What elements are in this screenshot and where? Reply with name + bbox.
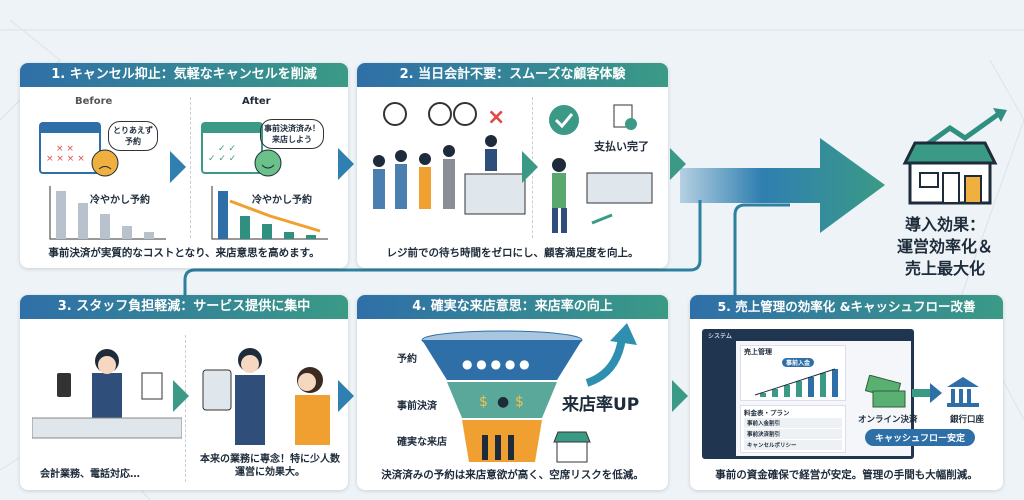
card-no-checkout: 2. 当日会計不要：スムーズな顧客体験 × 支払い完了 レジ前での待ち時間をゼロ… xyxy=(357,63,668,268)
card-title: 1. キャンセル抑止：気軽なキャンセルを削減 xyxy=(20,63,348,87)
card-footer: 事前の資金確保で経営が安定。管理の手間も大幅削減。 xyxy=(715,469,978,481)
customer-leaving-illustration xyxy=(552,158,653,233)
receipt-icon xyxy=(613,104,637,130)
funnel-label-reservation: 予約 xyxy=(397,354,417,365)
svg-text:✓ ✓ ✓: ✓ ✓ ✓ xyxy=(208,154,236,164)
chevron-right-icon xyxy=(522,151,538,183)
card-title: 4. 確実な来店意思：来店率の向上 xyxy=(357,295,668,319)
check-icon xyxy=(549,105,579,135)
svg-text:$: $ xyxy=(515,394,524,410)
card-title: 2. 当日会計不要：スムーズな顧客体験 xyxy=(357,63,668,87)
plan-item[interactable]: 事前決済割引 xyxy=(744,429,842,439)
before-chart-label: 冷やかし予約 xyxy=(90,195,150,206)
sad-face-icon xyxy=(91,149,119,177)
plan-item[interactable]: 事前入金割引 xyxy=(744,418,842,428)
result-text: 導入効果： 運営効率化＆ 売上最大化 xyxy=(880,214,1010,280)
before-bubble: とりあえず予約 xyxy=(108,121,158,151)
card-staff-burden: 3. スタッフ負担軽減：サービス提供に集中 会計業務、電話対応… 本来の業務に専… xyxy=(20,295,348,490)
arrow-right-icon xyxy=(338,148,354,180)
plan-item[interactable]: キャンセルポリシー xyxy=(744,440,842,450)
after-bar-chart xyxy=(211,186,328,240)
after-label: After xyxy=(242,96,271,107)
svg-text:× ×: × × xyxy=(56,144,74,154)
chevron-right-icon xyxy=(173,380,189,412)
before-label: Before xyxy=(75,96,113,107)
focused-staff-illustration xyxy=(202,348,330,445)
card-visit-rate: 4. 確実な来店意思：来店率の向上 ● ● ● ● ● $●$ 予約 事前決済 … xyxy=(357,295,668,490)
card-title: 3. スタッフ負担軽減：サービス提供に集中 xyxy=(20,295,348,319)
svg-text:×: × xyxy=(487,105,505,130)
card-title: 5. 売上管理の効率化 &キャッシュフロー改善 xyxy=(690,295,1003,319)
calendar-after-icon: ✓ ✓✓ ✓ ✓ xyxy=(201,122,263,174)
svg-text:●: ● xyxy=(497,394,509,410)
result-line3: 売上最大化 xyxy=(904,259,985,278)
result-line2: 運営効率化＆ xyxy=(896,237,993,256)
before-caption: 会計業務、電話対応… xyxy=(40,469,140,480)
bank-icon xyxy=(947,377,979,407)
visit-rate-up-label: 来店率UP xyxy=(562,395,640,415)
happy-face-icon xyxy=(254,149,282,177)
calendar-before-icon: × ×× × × × xyxy=(39,122,101,174)
funnel-diagram: ● ● ● ● ● $ ● $ xyxy=(421,330,583,462)
card-footer: 決済済みの予約は来店意欲が高く、空席リスクを低減。 xyxy=(381,469,644,481)
card-footer: 事前決済が実質的なコストとなり、来店意思を高めます。 xyxy=(48,247,320,259)
arrow-right-icon xyxy=(338,380,354,412)
svg-text:✓ ✓: ✓ ✓ xyxy=(218,144,236,154)
big-result-arrow xyxy=(680,138,885,233)
after-caption: 本来の業務に専念！特に少人数運営に効果大。 xyxy=(200,454,340,478)
after-bubble: 事前決済済み！来店しよう xyxy=(260,119,324,149)
sales-bar-chart xyxy=(754,368,838,397)
chevron-right-icon xyxy=(170,151,186,183)
shop-icon xyxy=(553,431,591,463)
bank-account-label: 銀行口座 xyxy=(950,415,985,425)
up-arrow-icon xyxy=(585,323,637,387)
prepay-tag: 事前入金 xyxy=(782,358,815,367)
busy-staff-illustration xyxy=(32,349,182,439)
store-icon xyxy=(902,108,1007,205)
sales-label: 売上管理 xyxy=(744,348,772,356)
plan-label: 料金表・プラン xyxy=(744,409,790,417)
system-label: システム xyxy=(708,333,732,340)
payment-complete-label: 支払い完了 xyxy=(594,140,649,153)
arrow-to-bank-icon xyxy=(912,383,942,403)
after-chart-label: 冷やかし予約 xyxy=(252,195,312,206)
svg-text:$: $ xyxy=(479,394,488,410)
arrow-right-icon xyxy=(670,148,686,180)
result-line1: 導入効果： xyxy=(904,215,985,234)
waiting-queue-illustration: × xyxy=(373,102,526,215)
cash-icon xyxy=(865,375,906,408)
card-sales-management: 5. 売上管理の効率化 &キャッシュフロー改善 システム 売上管理 事前入金 料… xyxy=(690,295,1003,490)
svg-text:● ● ● ● ●: ● ● ● ● ● xyxy=(462,357,530,371)
arrow-right-icon xyxy=(672,380,688,412)
svg-text:× × × ×: × × × × xyxy=(46,154,85,164)
card-cancel-prevention: 1. キャンセル抑止：気軽なキャンセルを削減 Before After × ××… xyxy=(20,63,348,268)
funnel-label-prepayment: 事前決済 xyxy=(397,401,437,412)
cashflow-badge: キャッシュフロー安定 xyxy=(865,429,976,446)
funnel-label-visit: 確実な来店 xyxy=(397,437,447,448)
card-footer: レジ前での待ち時間をゼロにし、顧客満足度を向上。 xyxy=(386,247,639,259)
online-payment-label: オンライン決済 xyxy=(858,415,918,425)
before-bar-chart xyxy=(49,186,166,240)
